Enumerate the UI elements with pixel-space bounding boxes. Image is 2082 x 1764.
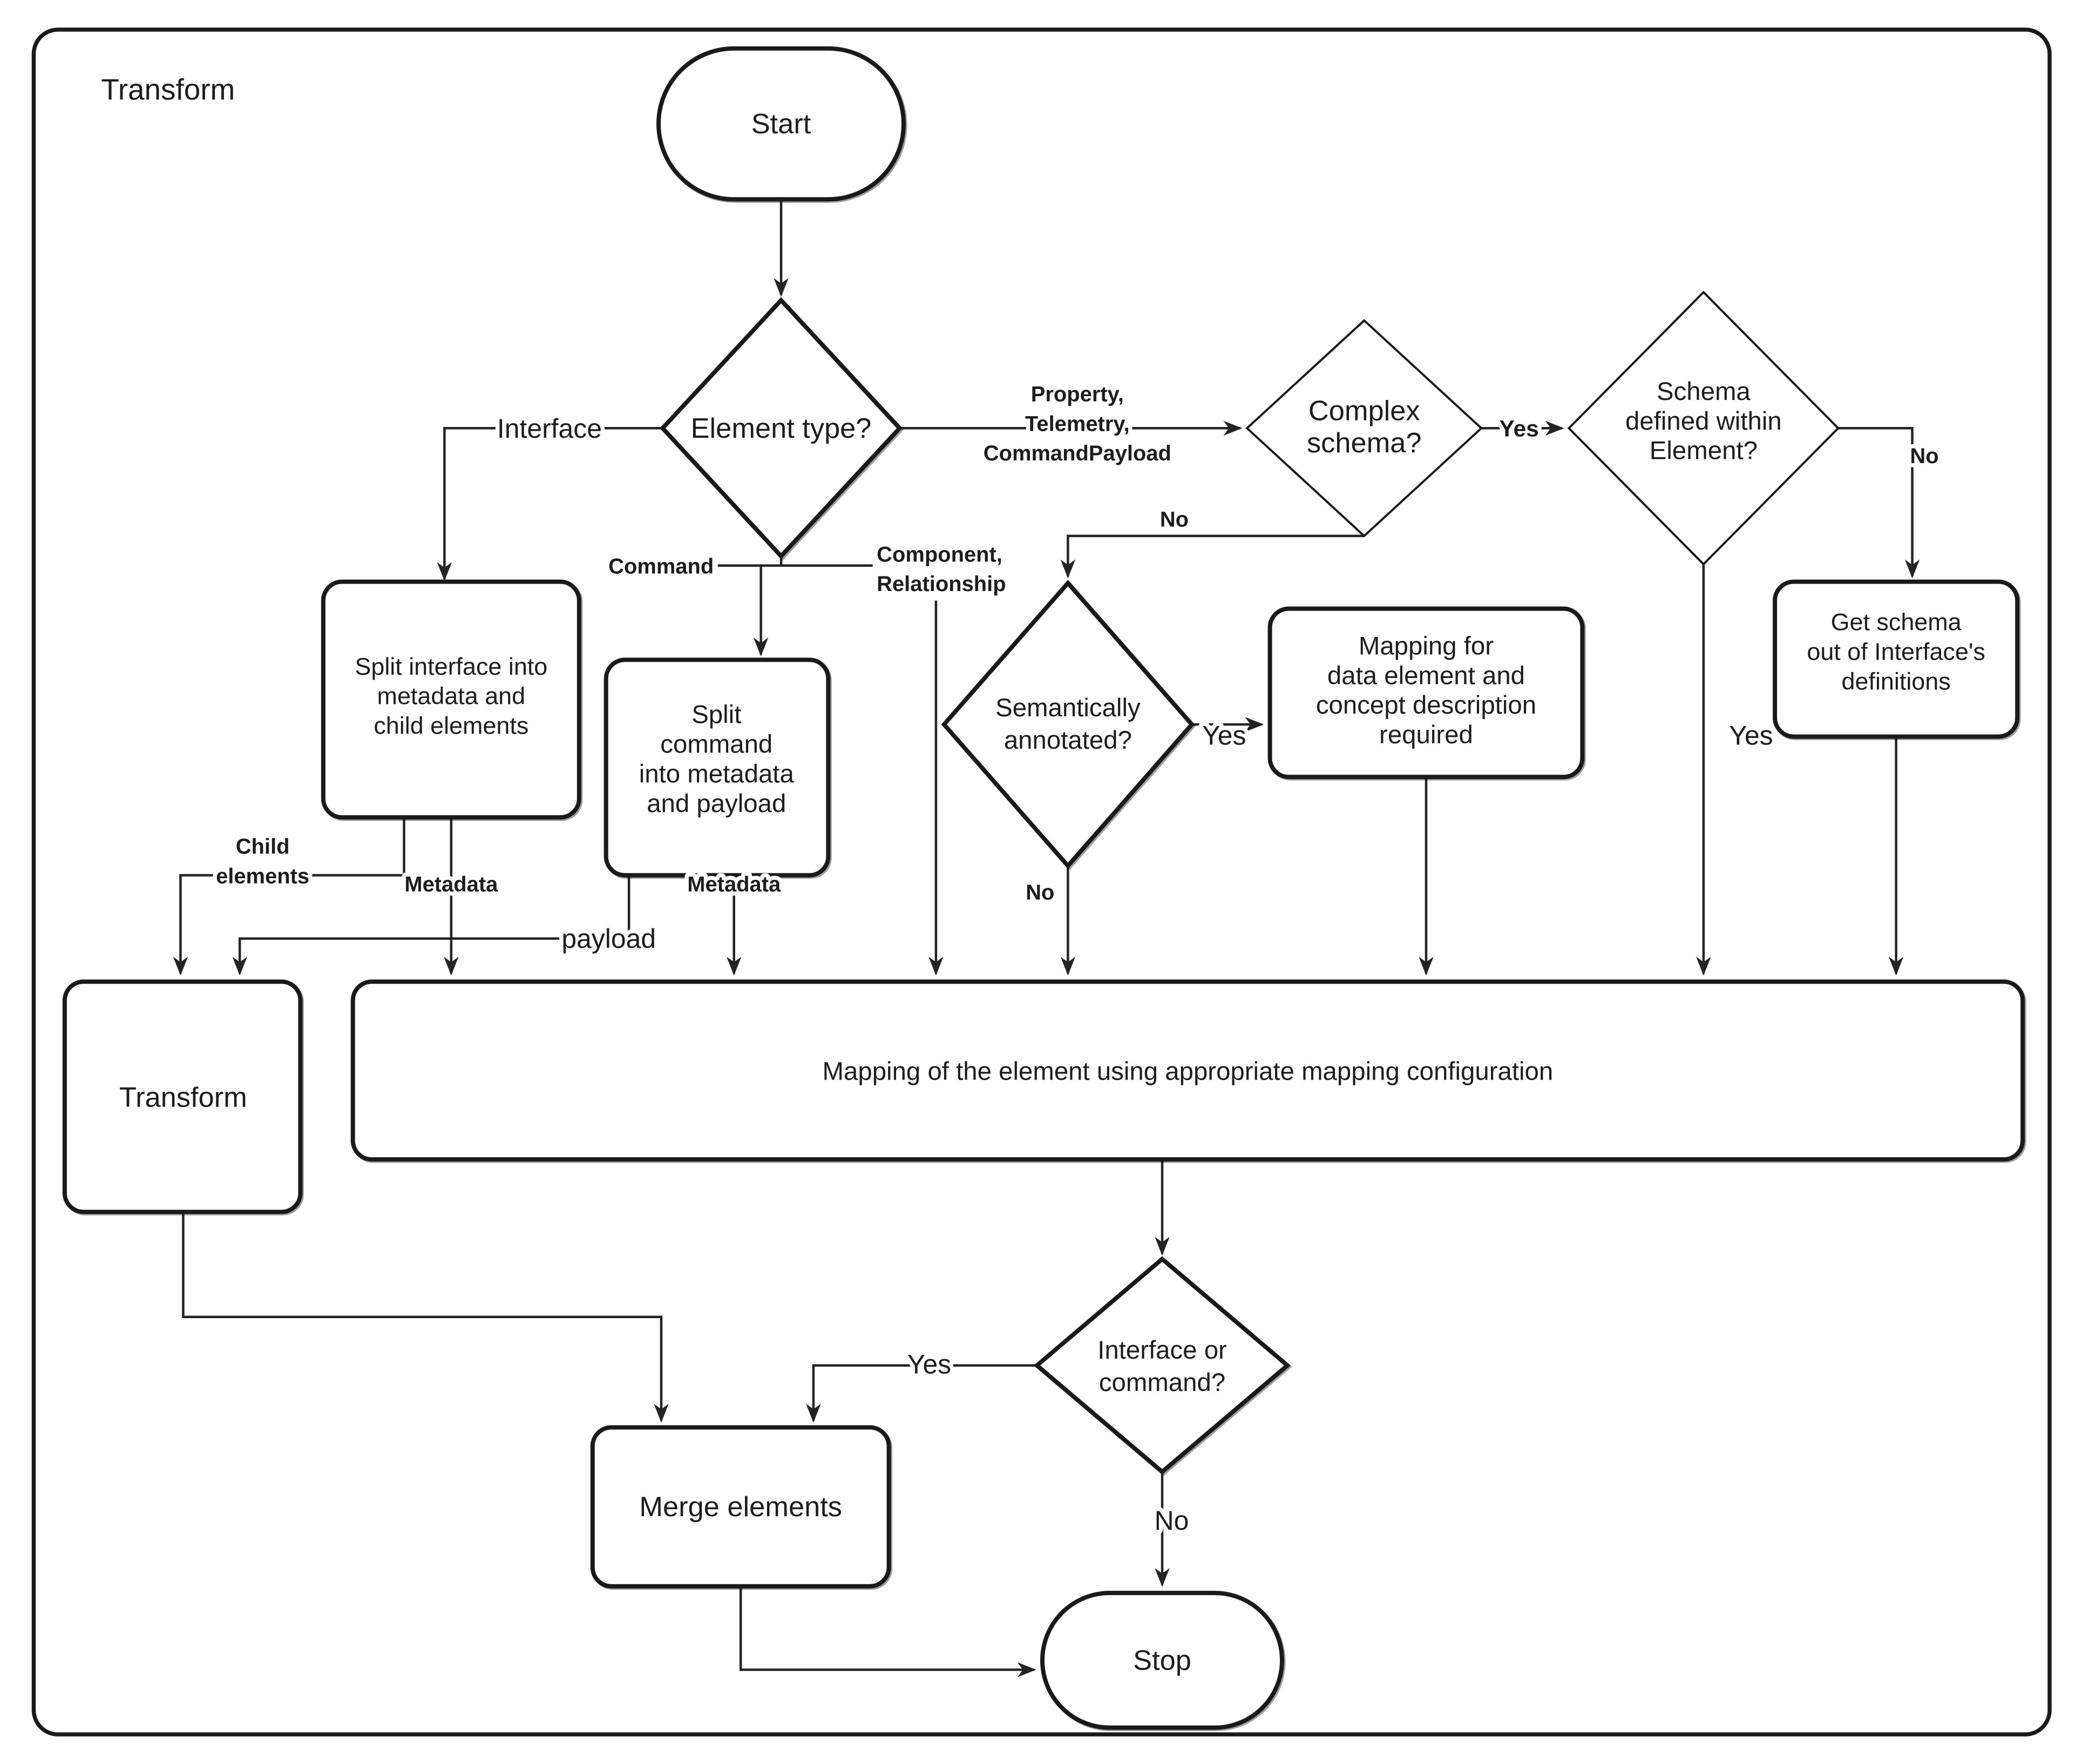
- stop-label: Stop: [1133, 1645, 1191, 1676]
- start-terminator-shape: [656, 46, 906, 202]
- label-no-semantic: No: [1026, 880, 1054, 904]
- node-stop: Stop: [1040, 1591, 1285, 1730]
- start-label: Start: [751, 108, 811, 140]
- edge-merge-to-stop: [739, 1586, 1036, 1678]
- label-no-complex: No: [1160, 507, 1189, 531]
- mapping-concept-label-line2: data element and: [1327, 661, 1525, 690]
- interface-or-command-decision-shape: [1033, 1256, 1291, 1475]
- stop-terminator-shape: [1040, 1591, 1285, 1730]
- node-schema-defined: Schema defined within Element?: [1567, 290, 1840, 566]
- schema-defined-label-line1: Schema: [1657, 377, 1751, 406]
- label-child-line2: elements: [216, 864, 309, 888]
- split-interface-label-line1: Split interface into: [355, 653, 547, 680]
- label-component: Component,: [877, 542, 1002, 566]
- semantically-annotated-label-line2: annotated?: [1004, 726, 1132, 755]
- label-child-line1: Child: [236, 835, 290, 859]
- split-command-process-shape: [603, 657, 831, 878]
- merge-label: Merge elements: [639, 1491, 842, 1523]
- label-relationship: Relationship: [877, 572, 1006, 596]
- edge-elementtype-bottom-split: [717, 556, 873, 567]
- semantically-annotated-label-line1: Semantically: [995, 694, 1141, 722]
- split-command-label-line1: Split: [691, 701, 741, 729]
- label-metadata-command: Metadata: [687, 872, 781, 896]
- label-payload: payload: [561, 924, 656, 954]
- merge-process-shape: [590, 1425, 891, 1589]
- interface-or-command-label-line1: Interface or: [1097, 1336, 1227, 1365]
- edge-labels: Interface Property, Telemetry, CommandPa…: [212, 378, 1943, 1539]
- node-semantically-annotated: Semantically annotated?: [941, 580, 1195, 870]
- node-element-type: Element type?: [660, 297, 903, 560]
- diagram-frame: [31, 28, 2052, 1736]
- get-schema-process-shape: [1773, 579, 2020, 739]
- edge-schemadefined-no: [1838, 427, 1920, 579]
- node-merge: Merge elements: [590, 1425, 891, 1589]
- mapping-main-label: Mapping of the element using appropriate…: [823, 1057, 1554, 1086]
- label-no-schema: No: [1910, 444, 1938, 468]
- label-interface: Interface: [497, 413, 602, 444]
- split-command-label-line3: into metadata: [639, 759, 795, 788]
- split-interface-process-shape: [321, 579, 581, 820]
- label-command: Command: [608, 555, 714, 579]
- interface-or-command-label-line2: command?: [1099, 1368, 1225, 1397]
- node-mapping-concept: Mapping for data element and concept des…: [1267, 606, 1585, 779]
- label-yes-complex: Yes: [1500, 416, 1539, 441]
- node-split-interface: Split interface into metadata and child …: [321, 579, 581, 820]
- get-schema-label-line2: out of Interface's: [1807, 637, 1985, 665]
- label-command-payload: CommandPayload: [984, 442, 1171, 465]
- node-interface-or-command: Interface or command?: [1033, 1256, 1291, 1475]
- schema-defined-decision-shape: [1567, 290, 1840, 566]
- edge-transform-to-merge: [182, 1212, 669, 1423]
- complex-schema-label-line2: schema?: [1307, 428, 1422, 459]
- node-transform: Transform: [62, 979, 303, 1215]
- node-split-command: Split command into metadata and payload: [603, 657, 831, 878]
- edge-interface-to-splitinterface: [437, 427, 663, 581]
- mapping-concept-label-line3: concept description: [1316, 691, 1536, 720]
- semantically-annotated-decision-shape: [941, 580, 1195, 870]
- schema-defined-label-line2: defined within: [1625, 407, 1782, 436]
- complex-schema-label-line1: Complex: [1308, 395, 1420, 426]
- split-command-label-line4: and payload: [647, 789, 786, 818]
- label-no-stop: No: [1155, 1505, 1189, 1536]
- label-yes-schema: Yes: [1729, 721, 1773, 751]
- complex-schema-decision-shape: [1245, 319, 1483, 538]
- label-property: Property,: [1031, 382, 1124, 406]
- element-type-decision-shape: [660, 297, 903, 560]
- split-command-label-line2: command: [660, 730, 772, 759]
- edge-interfaceorcommand-yes: [806, 1364, 1037, 1423]
- get-schema-label-line3: definitions: [1842, 667, 1951, 695]
- label-yes-merge: Yes: [907, 1349, 951, 1380]
- mapping-concept-process-shape: [1267, 606, 1585, 779]
- node-complex-schema: Complex schema?: [1245, 319, 1483, 538]
- edge-childelements-to-transform: [173, 817, 405, 976]
- label-telemetry: Telemetry,: [1025, 412, 1130, 436]
- get-schema-label-line1: Get schema: [1831, 608, 1962, 635]
- edge-payload-to-transform: [232, 875, 630, 976]
- label-metadata-interface: Metadata: [404, 872, 498, 896]
- node-start: Start: [656, 46, 906, 202]
- split-interface-label-line2: metadata and: [377, 682, 526, 710]
- mapping-concept-label-line1: Mapping for: [1359, 632, 1494, 660]
- transform-label: Transform: [119, 1082, 247, 1114]
- frame-title: Transform: [101, 73, 235, 106]
- edge-complexschema-no: [1060, 534, 1365, 579]
- mapping-main-process-shape: [350, 979, 2025, 1162]
- transform-process-shape: [62, 979, 303, 1215]
- node-get-schema: Get schema out of Interface's definition…: [1773, 579, 2020, 739]
- node-mapping-main: Mapping of the element using appropriate…: [350, 979, 2025, 1162]
- element-type-label: Element type?: [691, 413, 872, 444]
- schema-defined-label-line3: Element?: [1650, 437, 1758, 465]
- split-interface-label-line3: child elements: [374, 712, 528, 739]
- mapping-concept-label-line4: required: [1379, 721, 1473, 749]
- label-yes-semantic: Yes: [1202, 721, 1246, 751]
